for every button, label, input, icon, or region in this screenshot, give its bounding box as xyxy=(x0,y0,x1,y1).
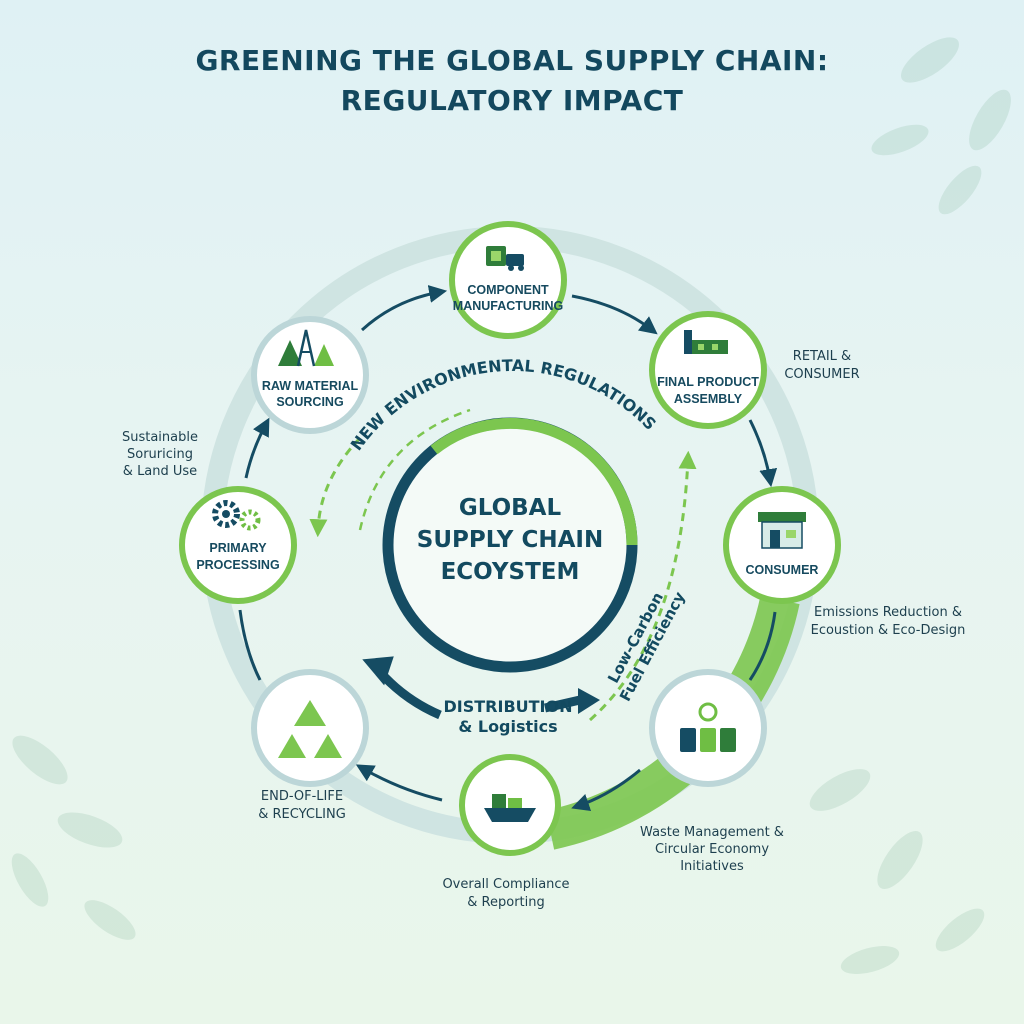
flow-arrows xyxy=(238,285,778,811)
distribution-arrows xyxy=(362,656,600,720)
node-shipping[interactable] xyxy=(459,754,561,856)
central-ecosystem-ring xyxy=(382,417,638,673)
arrow-processing-to-sourcing xyxy=(244,417,270,479)
sourcing-annotation-line-1: Sustainable xyxy=(122,430,198,445)
arrow-assembly-to-consumer xyxy=(748,419,778,488)
title-line-1: GREENING THE GLOBAL SUPPLY CHAIN: xyxy=(195,44,828,77)
consumer-label: CONSUMER xyxy=(746,563,819,577)
node-raw-material-sourcing[interactable]: RAW MATERIAL SOURCING xyxy=(251,316,369,434)
emissions-annotation-line-2: Ecoustion & Eco-Design xyxy=(811,623,966,638)
assembly-label-line-2: ASSEMBLY xyxy=(674,392,743,406)
sourcing-label-line-1: RAW MATERIAL xyxy=(262,379,359,393)
distribution-label-line-2: & Logistics xyxy=(458,717,557,736)
recycling-bins-icon xyxy=(680,702,736,752)
waste-annotation-line-2: Circular Economy xyxy=(655,842,769,857)
component-label-line-1: COMPONENT xyxy=(467,283,549,297)
factory-icon xyxy=(684,330,728,354)
sourcing-annotation-line-3: & Land Use xyxy=(123,464,197,479)
node-component-manufacturing[interactable]: COMPONENT MANUFACTURING xyxy=(449,221,567,339)
waste-annotation-line-3: Initiatives xyxy=(680,859,744,874)
arrow-consumer-to-waste xyxy=(748,611,777,681)
assembly-label-line-1: FINAL PRODUCT xyxy=(657,375,759,389)
node-end-of-life[interactable] xyxy=(251,669,369,787)
arrow-sourcing-to-component xyxy=(360,285,448,332)
waste-annotation-line-1: Waste Management & xyxy=(640,825,784,840)
regulation-dashed-arc-inner xyxy=(358,408,471,531)
processing-label-line-1: PRIMARY xyxy=(209,541,267,555)
sourcing-annotation-line-2: Soruricing xyxy=(127,447,193,462)
end-of-life-annotation-line-2: & RECYCLING xyxy=(258,807,346,822)
component-label-line-2: MANUFACTURING xyxy=(453,299,563,313)
title-line-2: REGULATORY IMPACT xyxy=(341,84,684,117)
center-label-line-3: ECOYSTEM xyxy=(441,559,580,585)
forest-oil-rig-icon xyxy=(278,329,334,367)
arrow-shipping-to-eol xyxy=(355,764,443,802)
circuit-chip-truck-icon xyxy=(486,246,524,271)
retail-annotation-line-1: RETAIL & xyxy=(793,349,851,364)
node-primary-processing[interactable]: PRIMARY PROCESSING xyxy=(179,486,297,604)
emissions-annotation-line-1: Emissions Reduction & xyxy=(814,605,962,620)
regulation-dashed-arrow-left xyxy=(309,436,362,538)
compliance-annotation-line-2: & Reporting xyxy=(467,895,544,910)
end-of-life-annotation-line-1: END-OF-LIFE xyxy=(261,789,343,804)
cargo-ship-icon xyxy=(484,794,536,822)
center-label-line-2: SUPPLY CHAIN xyxy=(417,527,603,553)
gears-icon xyxy=(212,500,261,531)
distribution-label-line-1: DISTRIBUTION xyxy=(444,697,573,716)
arrow-component-to-assembly xyxy=(571,294,658,335)
node-waste-bins[interactable] xyxy=(649,669,767,787)
arrow-eol-to-processing xyxy=(238,609,262,681)
arrow-waste-to-shipping xyxy=(571,768,641,811)
fuel-dashed-arrow xyxy=(589,450,697,722)
sourcing-label-line-2: SOURCING xyxy=(276,395,343,409)
retail-annotation-line-2: CONSUMER xyxy=(784,367,859,382)
node-consumer[interactable]: CONSUMER xyxy=(723,486,841,604)
center-label-line-1: GLOBAL xyxy=(459,495,562,521)
node-final-product-assembly[interactable]: FINAL PRODUCT ASSEMBLY xyxy=(649,311,767,429)
background-leaves-decoration xyxy=(11,37,1011,974)
compliance-annotation-line-1: Overall Compliance xyxy=(442,877,569,892)
storefront-icon xyxy=(758,512,806,549)
recycle-icon xyxy=(278,700,342,758)
processing-label-line-2: PROCESSING xyxy=(196,558,279,572)
